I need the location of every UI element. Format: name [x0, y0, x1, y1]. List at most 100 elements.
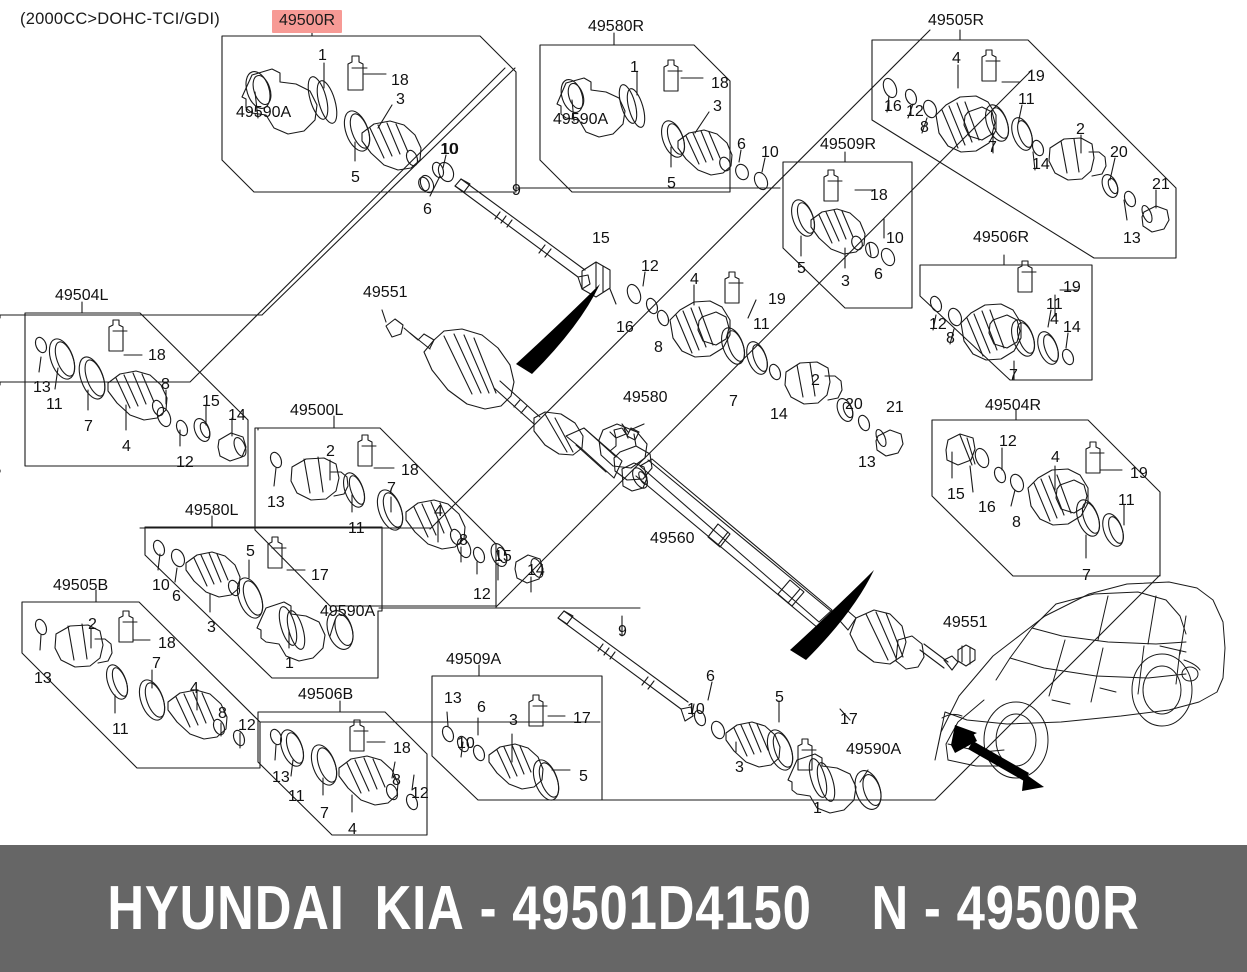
callout-g10-13[interactable]: 13: [34, 670, 52, 687]
callout-g5-11[interactable]: 11: [1046, 296, 1063, 313]
callout-loose-10[interactable]: 10: [441, 141, 459, 158]
callout-g7-4[interactable]: 4: [122, 438, 131, 455]
callout-g7-7[interactable]: 7: [84, 418, 93, 435]
callout-g5-7[interactable]: 7: [1009, 367, 1018, 384]
callout-g9-6[interactable]: 6: [172, 588, 181, 605]
callout-g6-11[interactable]: 11: [1118, 492, 1135, 509]
callout-g7-15[interactable]: 15: [202, 393, 220, 410]
callout-g5-4[interactable]: 4: [1050, 311, 1059, 328]
callout-g8-18[interactable]: 18: [401, 462, 419, 479]
callout-g1-3[interactable]: 3: [396, 91, 405, 108]
callout-g2-49590A[interactable]: 49590A: [553, 111, 609, 128]
callout-g8-2[interactable]: 2: [326, 443, 335, 460]
callout-g6-7[interactable]: 7: [1082, 567, 1091, 584]
callout-g4-6[interactable]: 6: [874, 266, 883, 283]
callout-g9-49590A[interactable]: 49590A: [320, 603, 376, 620]
callout-g1-5[interactable]: 5: [351, 169, 360, 186]
callout-loose-10[interactable]: 10: [687, 701, 705, 718]
callout-loose-1[interactable]: 1: [813, 800, 822, 817]
callout-loose-2[interactable]: 2: [811, 372, 820, 389]
part-label-49560[interactable]: 49560: [650, 530, 695, 547]
callout-g9-1[interactable]: 1: [285, 655, 294, 672]
callout-g6-15[interactable]: 15: [947, 486, 965, 503]
callout-g2-5[interactable]: 5: [667, 175, 676, 192]
callout-g6-4[interactable]: 4: [1051, 449, 1060, 466]
group-label-49509R[interactable]: 49509R: [820, 136, 877, 153]
callout-g12-17[interactable]: 17: [573, 710, 591, 727]
callout-g6-16[interactable]: 16: [978, 499, 996, 516]
callout-g11-11[interactable]: 11: [288, 788, 305, 805]
callout-g9-3[interactable]: 3: [207, 619, 216, 636]
callout-g2-3[interactable]: 3: [713, 98, 722, 115]
callout-g3-14[interactable]: 14: [1032, 156, 1050, 173]
callout-g10-12[interactable]: 12: [238, 717, 256, 734]
callout-loose-11[interactable]: 11: [753, 316, 770, 333]
callout-g11-7[interactable]: 7: [320, 805, 329, 822]
part-label-49580-joint[interactable]: 49580: [623, 389, 668, 406]
callout-g10-7[interactable]: 7: [152, 655, 161, 672]
callout-g8-11[interactable]: 11: [348, 520, 365, 537]
callout-g2-18[interactable]: 18: [711, 75, 729, 92]
callout-g7-13[interactable]: 13: [33, 379, 51, 396]
group-label-49509A[interactable]: 49509A: [446, 651, 502, 668]
callout-loose-17[interactable]: 17: [840, 711, 858, 728]
callout-g10-4[interactable]: 4: [190, 680, 199, 697]
group-label-49506R[interactable]: 49506R: [973, 229, 1030, 246]
callout-g5-19[interactable]: 19: [1063, 279, 1081, 296]
callout-g8-14[interactable]: 14: [527, 562, 545, 579]
callout-g11-13[interactable]: 13: [272, 769, 290, 786]
group-label-49505R[interactable]: 49505R: [928, 12, 985, 29]
callout-loose-9[interactable]: 9: [618, 623, 627, 640]
callout-g8-4[interactable]: 4: [434, 503, 443, 520]
callout-g2-6[interactable]: 6: [737, 136, 746, 153]
callout-g1-10[interactable]: 10: [440, 141, 458, 158]
callout-loose-20[interactable]: 20: [845, 396, 863, 413]
callout-g9-17[interactable]: 17: [311, 567, 329, 584]
callout-g11-12[interactable]: 12: [411, 785, 429, 802]
callout-g3-21[interactable]: 21: [1152, 176, 1170, 193]
part-label-49590A-bottom[interactable]: 49590A: [846, 741, 902, 758]
callout-g4-18[interactable]: 18: [870, 187, 888, 204]
callout-loose-9[interactable]: 9: [512, 182, 521, 199]
callout-g3-20[interactable]: 20: [1110, 144, 1128, 161]
callout-g7-14[interactable]: 14: [228, 407, 246, 424]
callout-g3-4[interactable]: 4: [952, 50, 961, 67]
group-label-49504R[interactable]: 49504R: [985, 397, 1042, 414]
callout-g5-8[interactable]: 8: [946, 330, 955, 347]
callout-loose-8[interactable]: 8: [654, 339, 663, 356]
callout-g1-6[interactable]: 6: [423, 201, 432, 218]
callout-g10-11[interactable]: 11: [112, 721, 129, 738]
callout-g11-8[interactable]: 8: [392, 772, 401, 789]
callout-g4-3[interactable]: 3: [841, 273, 850, 290]
callout-g12-10[interactable]: 10: [457, 735, 475, 752]
callout-loose-19[interactable]: 19: [768, 291, 786, 308]
callout-g6-12[interactable]: 12: [999, 433, 1017, 450]
group-label-49504L[interactable]: 49504L: [55, 287, 109, 304]
group-label-49580R[interactable]: 49580R: [588, 18, 645, 35]
callout-g3-13[interactable]: 13: [1123, 230, 1141, 247]
callout-g1-18[interactable]: 18: [391, 72, 409, 89]
group-label-49506B[interactable]: 49506B: [298, 686, 354, 703]
callout-loose-4[interactable]: 4: [690, 271, 699, 288]
callout-g2-10[interactable]: 10: [761, 144, 779, 161]
callout-g7-8[interactable]: 8: [161, 376, 170, 393]
group-label-49500R[interactable]: 49500R: [272, 10, 343, 33]
group-label-49505B[interactable]: 49505B: [53, 577, 109, 594]
callout-g3-12[interactable]: 12: [906, 103, 924, 120]
callout-g12-6[interactable]: 6: [477, 699, 486, 716]
callout-g10-8[interactable]: 8: [218, 705, 227, 722]
callout-loose-16[interactable]: 16: [616, 319, 634, 336]
callout-g9-5[interactable]: 5: [246, 543, 255, 560]
callout-g12-5[interactable]: 5: [579, 768, 588, 785]
callout-g8-12[interactable]: 12: [473, 586, 491, 603]
callout-g3-11[interactable]: 11: [1018, 91, 1035, 108]
group-label-49580L[interactable]: 49580L: [185, 502, 239, 519]
callout-g8-15[interactable]: 15: [494, 548, 512, 565]
callout-g3-19[interactable]: 19: [1027, 68, 1045, 85]
callout-loose-21[interactable]: 21: [886, 399, 904, 416]
callout-g5-12[interactable]: 12: [929, 316, 947, 333]
callout-g5-14[interactable]: 14: [1063, 319, 1081, 336]
callout-g8-7[interactable]: 7: [387, 480, 396, 497]
callout-g2-1[interactable]: 1: [630, 59, 639, 76]
callout-g12-3[interactable]: 3: [509, 712, 518, 729]
